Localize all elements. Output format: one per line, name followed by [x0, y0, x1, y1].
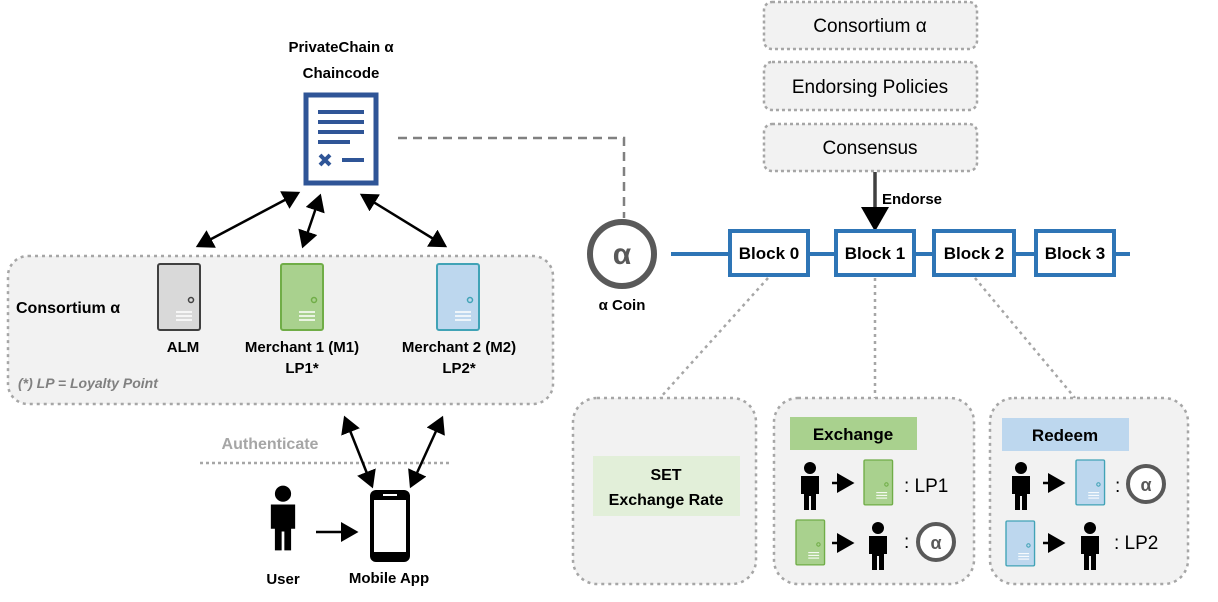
block-3-label: Block 3 [1045, 244, 1105, 263]
block-2-label: Block 2 [944, 244, 1004, 263]
stack-endorsing-label: Endorsing Policies [792, 77, 948, 98]
redeem-header: Redeem [1032, 426, 1098, 445]
block-1: Block 1 [834, 229, 916, 277]
alpha-coin-label: α Coin [599, 297, 646, 314]
redeem-row2-suffix: : LP2 [1114, 533, 1158, 554]
block-0-label: Block 0 [739, 244, 799, 263]
redeem-coin-icon [1126, 464, 1166, 504]
block-3: Block 3 [1034, 229, 1116, 277]
exchange-coin-icon [916, 522, 956, 562]
authenticate-label: Authenticate [222, 436, 319, 453]
stack-consensus-box: Consensus [762, 122, 979, 173]
chaincode-title-line2: Chaincode [303, 65, 380, 82]
redeem-merchant2-icon [1075, 459, 1106, 506]
block-0: Block 0 [728, 229, 810, 277]
mobile-phone-icon [370, 490, 410, 562]
stack-consortium-box: Consortium α [762, 0, 979, 51]
redeem-coin-symbol: α [1140, 475, 1151, 495]
stack-endorsing-box: Endorsing Policies [762, 60, 979, 112]
endorse-label: Endorse [882, 191, 942, 208]
stack-consortium-label: Consortium α [813, 16, 926, 37]
block-2: Block 2 [932, 229, 1016, 277]
set-rate-line1: SET [650, 467, 681, 484]
merchant2-server-icon [436, 263, 480, 331]
leader-block0 [659, 277, 769, 399]
block-1-label: Block 1 [845, 244, 905, 263]
arrow-chaincode-alm [195, 191, 301, 248]
exchange-header: Exchange [813, 425, 893, 444]
exchange-header-box [790, 417, 917, 450]
consortium-label: Consortium α [16, 300, 120, 317]
chaincode-title-line1: PrivateChain α [288, 39, 394, 56]
arrow-chaincode-m1 [298, 193, 325, 249]
alpha-coin-symbol: α [613, 238, 632, 271]
arrow-m1-mobile [341, 415, 376, 489]
set-rate-line2: Exchange Rate [609, 492, 724, 509]
consortium-panel [6, 254, 555, 406]
alpha-coin-icon [587, 219, 657, 289]
exchange-merchant1-icon [863, 459, 894, 506]
arrow-chaincode-m2 [359, 193, 448, 248]
set-rate-box [593, 456, 740, 516]
merchant1-label-line1: Merchant 1 (M1) [245, 339, 359, 356]
exchange-merchant1-icon-2 [795, 519, 826, 566]
exchange-coin-symbol: α [930, 533, 941, 553]
arrow-m2-mobile [408, 415, 445, 489]
alm-label: ALM [167, 339, 200, 356]
alm-server-icon [157, 263, 201, 331]
user-label: User [266, 571, 300, 588]
redeem-merchant2-icon-2 [1005, 520, 1036, 567]
merchant1-server-icon [280, 263, 324, 331]
redeem-header-box [1002, 418, 1129, 451]
loyalty-point-note: (*) LP = Loyalty Point [18, 375, 159, 391]
redeem-row1-colon: : [1115, 476, 1120, 497]
stack-consensus-label: Consensus [822, 138, 917, 159]
exchange-row2-colon: : [904, 532, 909, 553]
merchant2-label-line1: Merchant 2 (M2) [402, 339, 516, 356]
chaincode-coin-connector [398, 136, 626, 218]
chaincode-document-icon [303, 92, 379, 186]
user-icon [270, 485, 296, 551]
mobile-app-label: Mobile App [349, 570, 429, 587]
leader-block2 [974, 277, 1076, 399]
merchant2-label-line2: LP2* [442, 360, 476, 377]
exchange-row1-suffix: : LP1 [904, 476, 948, 497]
merchant1-label-line2: LP1* [285, 360, 319, 377]
